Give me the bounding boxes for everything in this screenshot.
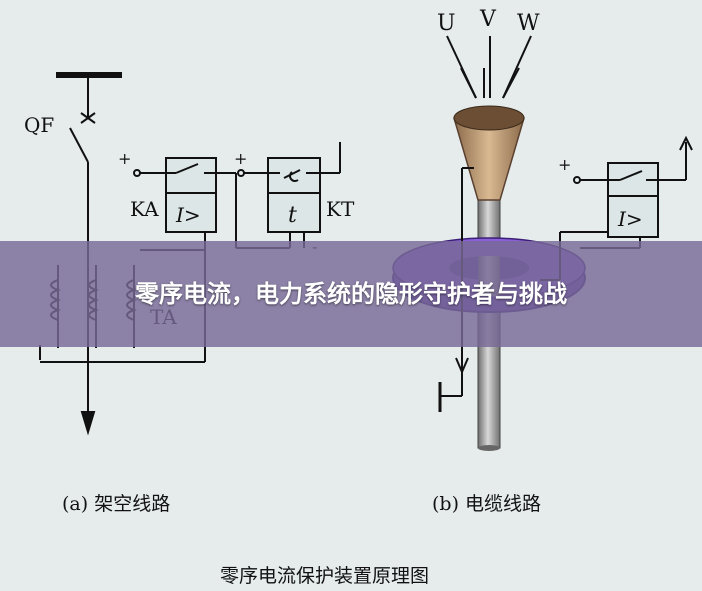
current-arrow [80,411,96,436]
ka-relay [165,157,217,233]
cable-relay-contact [619,170,643,181]
figure-title: 零序电流保护装置原理图 [220,565,429,587]
phase-w-label: W [517,11,540,36]
caption-overhead-line: (a) 架空线路 [62,493,170,515]
phase-wire-pair [460,67,477,99]
conductor-end [478,445,500,451]
time-symbol: t [288,203,297,228]
phase-u-label: U [437,11,456,36]
overhead-line-labels: QF KA KT TA + + - I> t [24,113,355,329]
ka-label: KA [130,197,159,221]
overcurrent-symbol: I> [617,207,643,231]
overcurrent-symbol: I> [175,203,201,227]
kt-label: KT [326,197,355,221]
qf-cross-b [80,112,96,124]
plus-sign: + [234,149,247,168]
phase-v-label: V [479,7,497,32]
kt-terminal [237,169,245,177]
ka-terminal [133,169,141,177]
kt-relay [267,157,321,233]
output-arrow [679,135,693,151]
title-banner: 零序电流，电力系统的隐形守护者与挑战 [0,241,702,347]
ka-contact [175,163,199,174]
plus-sign: + [118,149,131,168]
phase-wire-pair [502,67,520,99]
ground-current-arrow [455,357,469,375]
caption-cable-line: (b) 电缆线路 [432,493,541,515]
banner-title: 零序电流，电力系统的隐形守护者与挑战 [135,280,567,308]
cable-line-labels: U V W + I> [437,7,643,231]
qf-blade [69,127,89,163]
plus-sign: + [558,155,571,174]
qf-label: QF [24,113,54,137]
termination-top [453,105,525,131]
cable-relay-terminal [573,176,581,184]
kt-delay-contact [283,169,301,182]
